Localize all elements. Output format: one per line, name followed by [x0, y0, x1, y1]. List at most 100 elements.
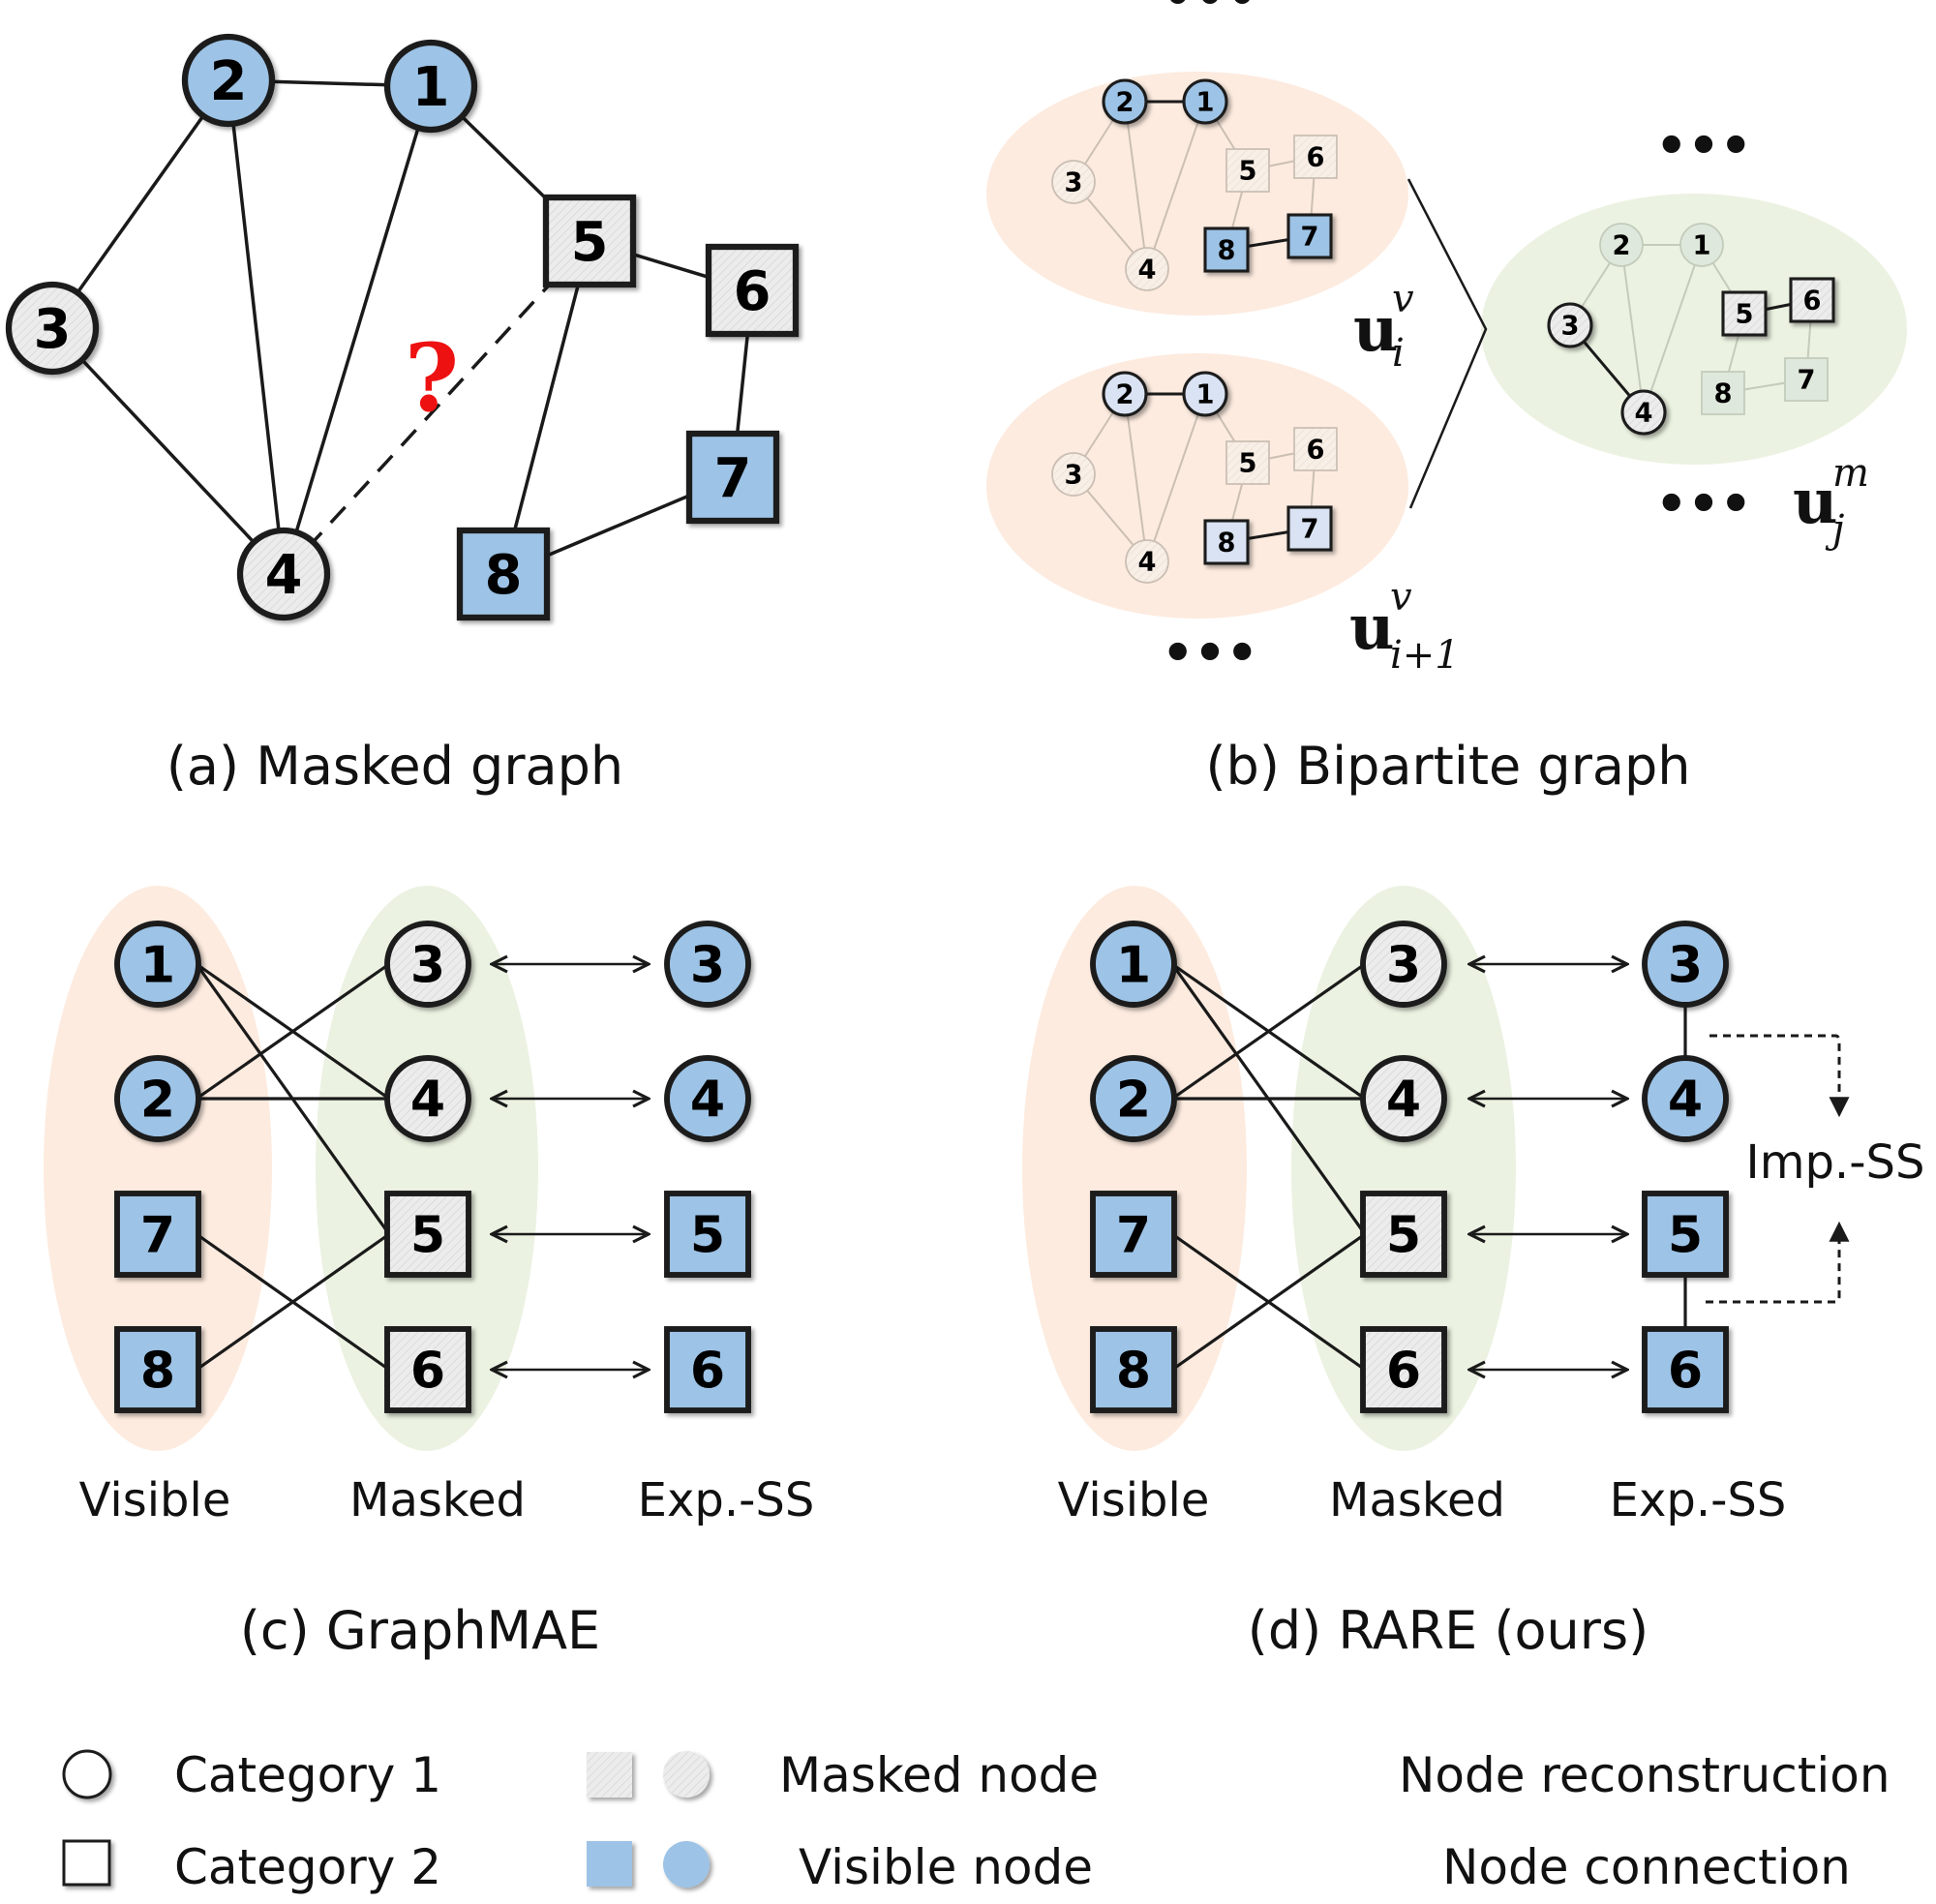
- node-label: 4: [265, 544, 303, 607]
- node-label: 6: [1668, 1342, 1703, 1400]
- node-6: 6: [1293, 427, 1338, 471]
- node-8: 8: [456, 527, 551, 621]
- visible-subgraph-region-i1: [986, 353, 1408, 619]
- ellipsis-top: •••: [1162, 0, 1258, 26]
- edge-2-3: [1171, 962, 1366, 1101]
- node-1: 1: [383, 39, 478, 134]
- node-shape-circle: [1051, 160, 1096, 204]
- node-1: 1: [1182, 78, 1228, 125]
- label-u-i1-v: u v i+1: [1349, 575, 1460, 678]
- masked-square-icon: [587, 1752, 632, 1798]
- column-label-exp-ss: Exp.-SS: [1610, 1473, 1787, 1527]
- imp-ss-label: Imp.-SS: [1746, 1135, 1925, 1190]
- column-label-exp-ss: Exp.-SS: [638, 1473, 815, 1527]
- node-6: 6: [664, 1326, 751, 1413]
- edge-2-3: [50, 78, 230, 330]
- node-label: 5: [1239, 449, 1257, 479]
- node-shape-circle: [1642, 921, 1729, 1008]
- node-label: 8: [1116, 1342, 1151, 1400]
- node-6: 6: [1642, 1326, 1729, 1413]
- faded-edge: [1620, 244, 1645, 413]
- caption-b: (b) Bipartite graph: [1205, 736, 1690, 797]
- node-label: 4: [1668, 1071, 1703, 1129]
- caption-d: (d) RARE (ours): [1248, 1600, 1649, 1661]
- node-3: 3: [1051, 452, 1096, 497]
- bipartite-connector: [1407, 178, 1488, 509]
- column-label-masked: Masked: [1329, 1473, 1505, 1527]
- node-6: 6: [1789, 277, 1835, 323]
- faded-edge: [1124, 393, 1148, 562]
- node-label: 5: [1386, 1206, 1421, 1264]
- category2-square-icon: [62, 1839, 111, 1887]
- node-2: 2: [1102, 371, 1148, 417]
- node-5: 5: [664, 1191, 751, 1278]
- caption-a: (a) Masked graph: [166, 736, 623, 797]
- node-label: 4: [1635, 399, 1653, 429]
- node-label: 3: [1065, 168, 1083, 198]
- math-main: u: [1349, 591, 1395, 664]
- node-shape-circle: [1599, 223, 1644, 267]
- node-shape-square: [1293, 135, 1338, 179]
- edge-8-5: [1171, 1232, 1366, 1372]
- node-label: 1: [1116, 936, 1151, 994]
- math-sup: v: [1392, 277, 1414, 321]
- node-6: 6: [705, 243, 800, 338]
- node-shape-circle: [1360, 1055, 1447, 1142]
- edge-8-5: [196, 1232, 390, 1372]
- node-label: 7: [1116, 1206, 1151, 1264]
- node-3: 3: [1547, 302, 1593, 348]
- node-6: 6: [1293, 135, 1338, 179]
- node-shape-square: [1293, 427, 1338, 471]
- node-shape-circle: [384, 1055, 471, 1142]
- node-label: 5: [690, 1206, 725, 1264]
- node-shape-circle: [114, 1055, 201, 1142]
- node-5: 5: [1642, 1191, 1729, 1278]
- node-label: 7: [1301, 515, 1319, 545]
- node-5: 5: [1721, 290, 1768, 337]
- label-u-j-m: u m j: [1793, 451, 1869, 552]
- node-shape-square: [456, 527, 551, 621]
- node-label: 3: [1065, 461, 1083, 491]
- legend-category2: Category 2: [174, 1839, 441, 1895]
- node-shape-square: [1203, 227, 1250, 273]
- node-4: 4: [664, 1055, 751, 1142]
- column-label-visible: Visible: [79, 1473, 231, 1527]
- node-shape-circle: [1051, 452, 1096, 497]
- node-5: 5: [1225, 440, 1270, 485]
- node-label: 6: [690, 1342, 725, 1400]
- node-shape-square: [1090, 1326, 1177, 1413]
- node-shape-square: [1225, 440, 1270, 485]
- node-label: 3: [1561, 312, 1580, 342]
- node-label: 5: [410, 1206, 445, 1264]
- node-label: 8: [140, 1342, 175, 1400]
- node-shape-circle: [664, 1055, 751, 1142]
- node-1: 1: [1090, 921, 1177, 1008]
- node-shape-square: [1225, 148, 1270, 193]
- node-shape-square: [1286, 213, 1333, 259]
- node-label: 5: [1668, 1206, 1703, 1264]
- node-1: 1: [1679, 223, 1724, 267]
- node-shape-circle: [384, 921, 471, 1008]
- node-label: 3: [1668, 936, 1703, 994]
- node-label: 1: [1693, 231, 1711, 261]
- node-8: 8: [1203, 519, 1250, 565]
- node-label: 4: [690, 1071, 725, 1129]
- node-shape-circle: [1125, 247, 1169, 291]
- node-shape-circle: [5, 281, 100, 376]
- node-label: 7: [1798, 366, 1816, 396]
- node-label: 8: [485, 544, 523, 607]
- node-label: 6: [1307, 143, 1325, 173]
- node-shape-square: [685, 430, 780, 525]
- node-label: 2: [140, 1071, 175, 1129]
- masked-circle-icon: [663, 1751, 710, 1798]
- node-shape-square: [1789, 277, 1835, 323]
- math-sub: i: [1392, 331, 1405, 376]
- faded-edge: [1146, 101, 1206, 270]
